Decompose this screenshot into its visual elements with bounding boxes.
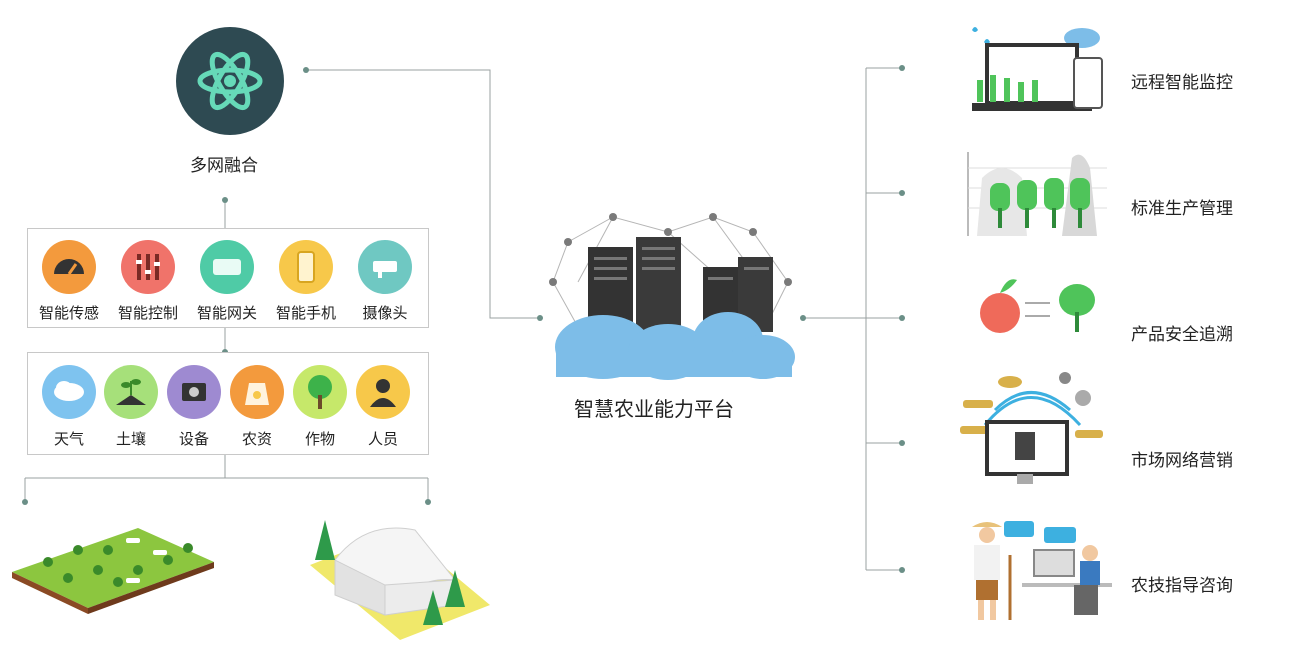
traceability-icon — [965, 268, 1105, 346]
service-label: 远程智能监控 — [1131, 73, 1233, 93]
person-icon — [356, 365, 410, 419]
platform-illustration — [548, 212, 798, 382]
device-label: 智能控制 — [117, 304, 178, 322]
gauge-icon — [42, 240, 96, 294]
object-label: 农资 — [241, 430, 272, 448]
object-label: 作物 — [304, 430, 335, 448]
object-label: 土壤 — [115, 430, 146, 448]
remote-monitor-icon — [962, 20, 1112, 116]
object-label: 设备 — [178, 430, 209, 448]
production-chart-icon — [962, 148, 1112, 240]
service-label: 产品安全追溯 — [1131, 325, 1233, 345]
center-node-label: 智慧农业能力平台 — [574, 397, 734, 421]
object-label: 天气 — [53, 430, 84, 448]
device-label: 智能手机 — [275, 304, 336, 322]
control-panel-icon — [121, 240, 175, 294]
tree-icon — [293, 365, 347, 419]
cloud-icon — [42, 365, 96, 419]
service-label: 标准生产管理 — [1131, 199, 1233, 219]
farmland-illustration — [8, 520, 218, 615]
consulting-icon — [962, 515, 1112, 625]
device-label: 智能网关 — [196, 304, 257, 322]
device-icon — [167, 365, 221, 419]
fertilizer-bag-icon — [230, 365, 284, 419]
atom-icon — [176, 27, 284, 135]
soil-sprout-icon — [104, 365, 158, 419]
object-label: 人员 — [367, 430, 398, 448]
greenhouse-illustration — [305, 515, 495, 640]
camera-icon — [358, 240, 412, 294]
top-node-label: 多网融合 — [190, 156, 258, 176]
service-label: 市场网络营销 — [1131, 451, 1233, 471]
gateway-icon — [200, 240, 254, 294]
device-label: 智能传感 — [38, 304, 99, 322]
device-label: 摄像头 — [362, 304, 408, 322]
marketing-icon — [955, 370, 1105, 488]
service-label: 农技指导咨询 — [1131, 576, 1233, 596]
smartphone-icon — [279, 240, 333, 294]
